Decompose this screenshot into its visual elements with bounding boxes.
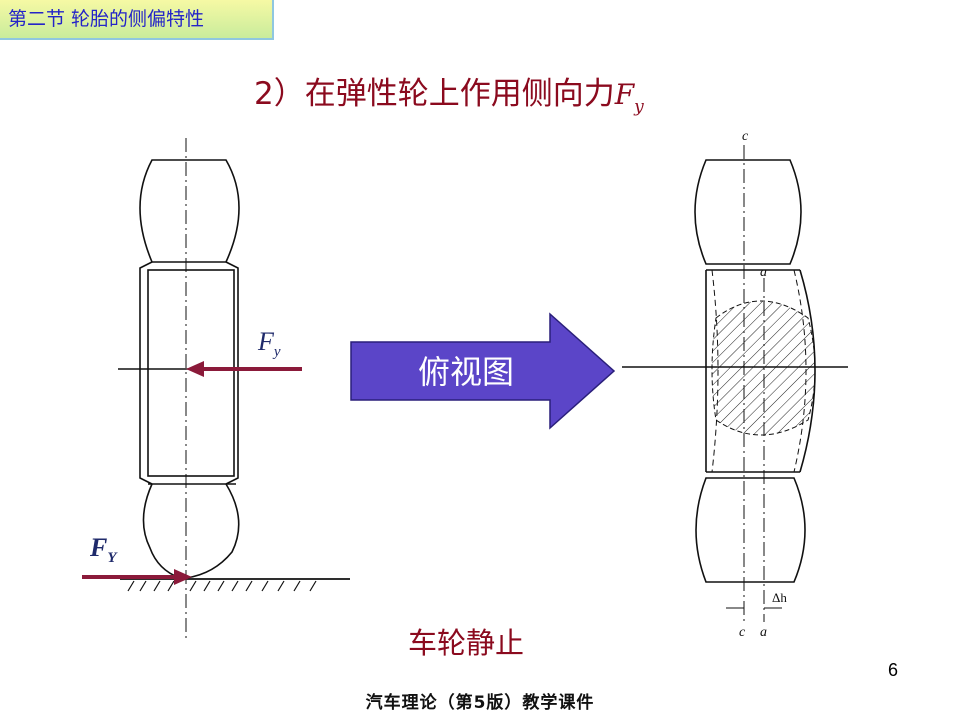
title-force-symbol: Fy (614, 78, 644, 117)
left-tire-upper-bulge (139, 159, 240, 263)
label-delta-h: Δh (772, 590, 787, 605)
ground-hatch (127, 580, 317, 592)
left-tire-lower-left (142, 483, 181, 579)
left-tire-lower-right (185, 483, 240, 579)
contact-patch (711, 300, 816, 436)
page-number: 6 (888, 660, 899, 680)
left-tire-wall-left (139, 261, 153, 485)
force-arrow-ground (82, 569, 192, 585)
label-c-top: c (742, 129, 749, 144)
top-view-arrow-label: 俯视图 (418, 353, 514, 391)
slide-title-text: 2）在弹性轮上作用侧向力 (254, 76, 615, 112)
top-view-arrow: 俯视图 (350, 312, 616, 430)
left-tire-wall-right (225, 261, 239, 485)
right-tire-upper-bulge (694, 159, 802, 265)
section-tag: 第二节 轮胎的侧偏特性 (0, 0, 274, 40)
slide-title: 2）在弹性轮上作用侧向力Fy (254, 68, 644, 117)
right-tire (622, 145, 848, 622)
label-fy-ground: FY (89, 533, 118, 566)
left-rim (147, 269, 235, 477)
right-tire-lower-bulge (695, 477, 806, 583)
force-arrow-axle (186, 361, 302, 377)
left-tire (118, 138, 350, 640)
label-a-top: a (760, 265, 767, 280)
title-force-subscript: y (634, 97, 644, 117)
label-a-bottom: a (760, 625, 767, 640)
label-c-bottom: c (739, 625, 746, 640)
bottom-caption: 车轮静止 (408, 626, 525, 660)
footer-course-title: 汽车理论（第5版）教学课件 (365, 693, 595, 713)
label-fy-axle: Fy (257, 327, 281, 360)
